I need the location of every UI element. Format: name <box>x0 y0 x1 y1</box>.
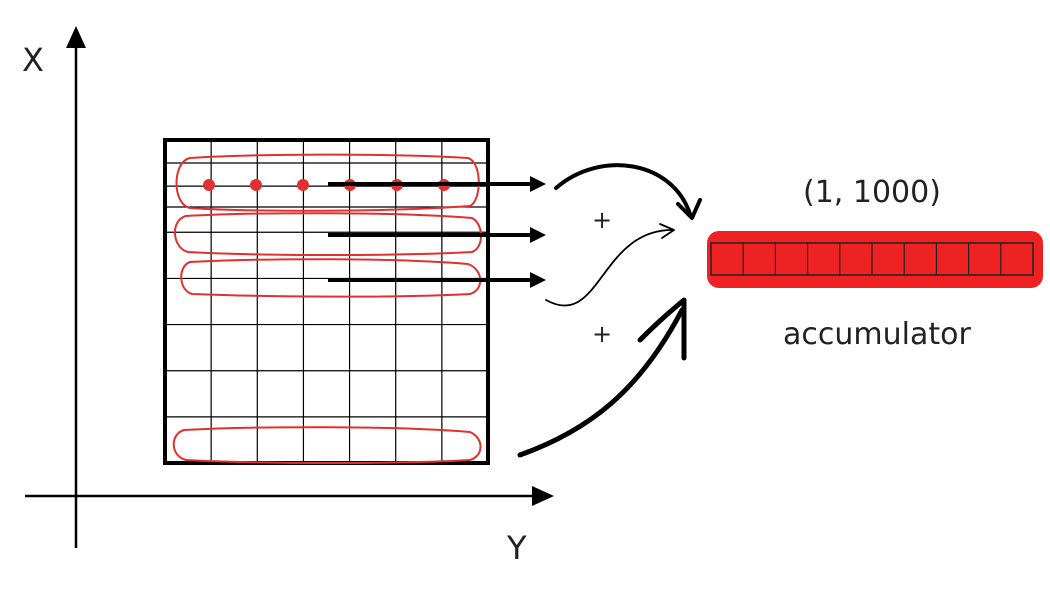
row-arrow-3-head <box>530 272 546 288</box>
accumulator <box>707 231 1043 288</box>
curve-arrow-top-head <box>676 198 702 220</box>
accumulator-shape-label: (1, 1000) <box>803 175 941 210</box>
axes <box>25 26 554 548</box>
horizontal-axis-arrowhead <box>532 486 554 506</box>
row-dot <box>297 179 309 191</box>
curve-arrow-middle-head <box>659 223 675 239</box>
plus-sign: + <box>592 320 613 348</box>
row-highlight-1 <box>175 153 480 212</box>
x-axis-label: X <box>22 41 44 79</box>
curve-arrow-middle <box>545 229 673 307</box>
row-highlight-2 <box>174 212 482 256</box>
row-arrow-2-head <box>530 227 546 243</box>
accumulator-label: accumulator <box>783 317 971 352</box>
curve-arrow-bottom-head <box>637 297 687 361</box>
plus-sign: + <box>592 206 613 234</box>
row-arrows <box>328 176 546 288</box>
row-dot <box>250 179 262 191</box>
curve-arrow-bottom <box>517 307 685 458</box>
row-highlight-3 <box>180 258 482 298</box>
row-arrow-1-head <box>530 176 546 192</box>
y-axis-label: Y <box>507 529 527 567</box>
row-dot <box>203 179 215 191</box>
accumulator-cells <box>742 243 1002 275</box>
merge-arrows <box>517 163 702 458</box>
grid-lines <box>165 140 488 463</box>
accumulator-body <box>707 231 1043 288</box>
row-highlights <box>172 153 482 464</box>
row-highlight-last <box>172 426 482 464</box>
vertical-axis-arrowhead <box>66 26 86 48</box>
curve-arrow-top <box>554 163 692 216</box>
